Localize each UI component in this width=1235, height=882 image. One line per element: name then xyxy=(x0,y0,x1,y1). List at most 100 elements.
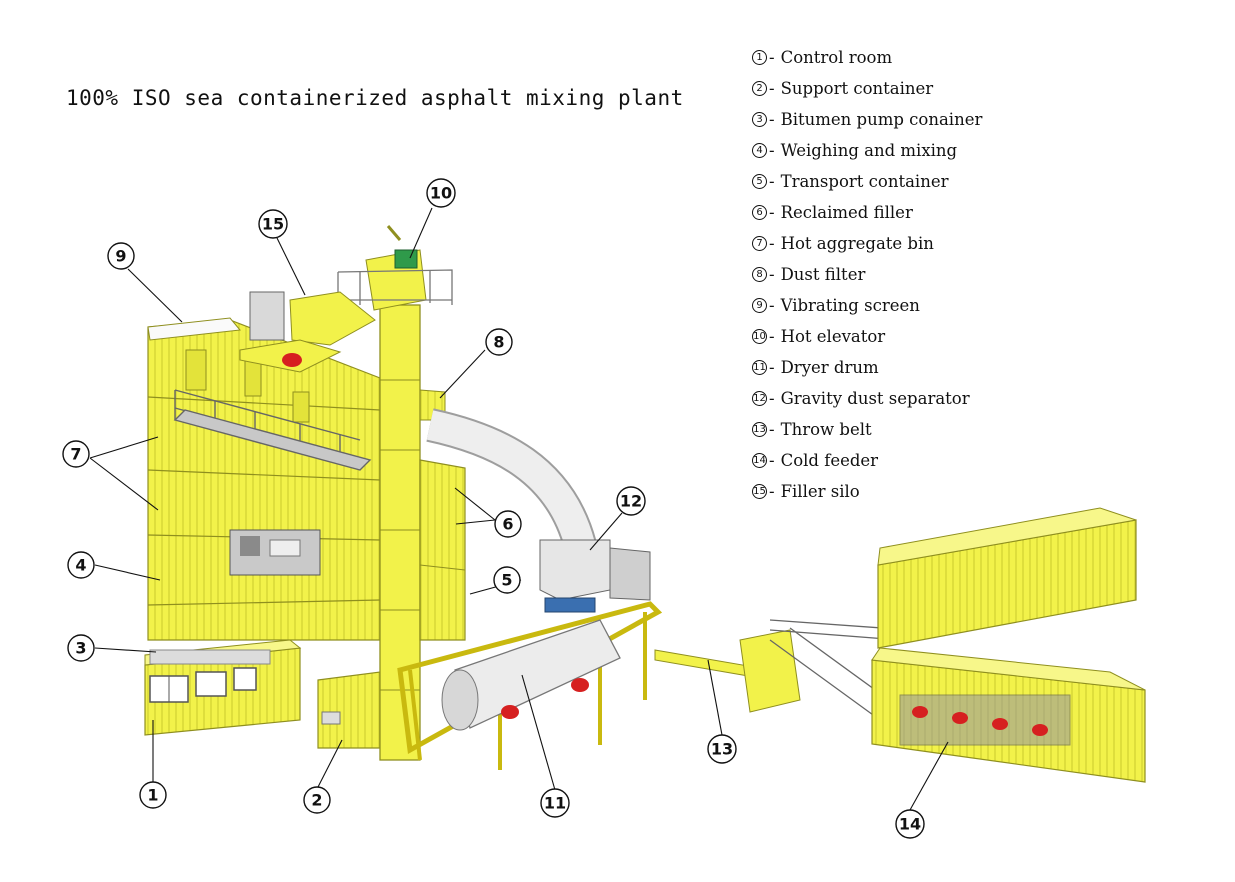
callout-12: 12 xyxy=(616,486,646,516)
dryer-drum xyxy=(441,619,621,731)
legend-number: 3 xyxy=(752,112,767,127)
legend-label: Support container xyxy=(780,79,934,98)
callout-number: 8 xyxy=(493,333,504,352)
legend-number: 11 xyxy=(752,360,767,375)
legend: 1-Control room 2-Support container 3-Bit… xyxy=(752,42,982,507)
walkway-railing xyxy=(173,389,372,471)
legend-item: 1-Control room xyxy=(752,42,982,73)
legend-label: Dryer drum xyxy=(780,358,879,377)
page-title: 100% ISO sea containerized asphalt mixin… xyxy=(66,86,684,110)
callout-number: 7 xyxy=(70,445,81,464)
legend-item: 10-Hot elevator xyxy=(752,321,982,352)
legend-number: 14 xyxy=(752,453,767,468)
legend-separator: - xyxy=(769,451,775,470)
legend-item: 8-Dust filter xyxy=(752,259,982,290)
filler-silo xyxy=(239,291,376,373)
legend-label: Cold feeder xyxy=(780,451,879,470)
legend-item: 2-Support container xyxy=(752,73,982,104)
callout-2: 2 xyxy=(303,786,331,814)
callout-10: 10 xyxy=(426,178,456,208)
legend-number: 6 xyxy=(752,205,767,220)
tower-containers xyxy=(147,317,381,641)
legend-number: 12 xyxy=(752,391,767,406)
callout-7: 7 xyxy=(62,440,90,468)
callout-number: 10 xyxy=(430,184,452,203)
legend-separator: - xyxy=(769,110,775,129)
legend-label: Vibrating screen xyxy=(780,296,920,315)
callout-11: 11 xyxy=(540,788,570,818)
legend-number: 5 xyxy=(752,174,767,189)
callout-number: 6 xyxy=(502,515,513,534)
callout-number: 14 xyxy=(899,815,921,834)
dust-duct xyxy=(426,408,597,550)
callout-number: 9 xyxy=(115,247,126,266)
rear-cold-bins xyxy=(877,507,1137,649)
dryer-frame xyxy=(397,601,663,770)
callout-number: 11 xyxy=(544,794,566,813)
legend-number: 8 xyxy=(752,267,767,282)
legend-label: Bitumen pump conainer xyxy=(780,110,983,129)
legend-item: 13-Throw belt xyxy=(752,414,982,445)
legend-separator: - xyxy=(769,172,775,191)
legend-number: 13 xyxy=(752,422,767,437)
legend-number: 2 xyxy=(752,81,767,96)
legend-item: 9-Vibrating screen xyxy=(752,290,982,321)
callout-number: 1 xyxy=(147,786,158,805)
gravity-dust-separator xyxy=(539,539,651,613)
legend-number: 4 xyxy=(752,143,767,158)
callout-number: 13 xyxy=(711,740,733,759)
legend-label: Weighing and mixing xyxy=(780,141,958,160)
legend-separator: - xyxy=(769,389,775,408)
legend-separator: - xyxy=(769,48,775,67)
callout-number: 4 xyxy=(75,556,86,575)
callout-14: 14 xyxy=(895,809,925,839)
mixing-window xyxy=(229,529,321,576)
legend-number: 1 xyxy=(752,50,767,65)
legend-separator: - xyxy=(769,203,775,222)
callout-9: 9 xyxy=(107,242,135,270)
control-room xyxy=(144,639,302,736)
callout-15: 15 xyxy=(258,209,288,239)
callout-13: 13 xyxy=(707,734,737,764)
legend-item: 4-Weighing and mixing xyxy=(752,135,982,166)
legend-separator: - xyxy=(769,482,775,501)
throw-belt xyxy=(654,629,801,713)
legend-item: 6-Reclaimed filler xyxy=(752,197,982,228)
legend-label: Filler silo xyxy=(780,482,860,501)
callout-8: 8 xyxy=(485,328,513,356)
legend-item: 5-Transport container xyxy=(752,166,982,197)
callout-5: 5 xyxy=(493,566,521,594)
legend-separator: - xyxy=(769,327,775,346)
callout-number: 2 xyxy=(311,791,322,810)
legend-number: 7 xyxy=(752,236,767,251)
callout-4: 4 xyxy=(67,551,95,579)
legend-number: 9 xyxy=(752,298,767,313)
legend-item: 3-Bitumen pump conainer xyxy=(752,104,982,135)
legend-label: Transport container xyxy=(780,172,949,191)
legend-separator: - xyxy=(769,420,775,439)
legend-item: 11-Dryer drum xyxy=(752,352,982,383)
legend-item: 12-Gravity dust separator xyxy=(752,383,982,414)
legend-label: Dust filter xyxy=(780,265,866,284)
legend-separator: - xyxy=(769,296,775,315)
legend-number: 10 xyxy=(752,329,767,344)
legend-item: 14-Cold feeder xyxy=(752,445,982,476)
callout-number: 15 xyxy=(262,215,284,234)
legend-label: Hot elevator xyxy=(780,327,886,346)
front-cold-feeder xyxy=(871,647,1146,783)
legend-separator: - xyxy=(769,265,775,284)
legend-separator: - xyxy=(769,141,775,160)
legend-label: Throw belt xyxy=(780,420,872,439)
callout-1: 1 xyxy=(139,781,167,809)
callout-number: 3 xyxy=(75,639,86,658)
legend-number: 15 xyxy=(752,484,767,499)
legend-item: 15-Filler silo xyxy=(752,476,982,507)
legend-item: 7-Hot aggregate bin xyxy=(752,228,982,259)
legend-label: Hot aggregate bin xyxy=(780,234,934,253)
legend-separator: - xyxy=(769,234,775,253)
callout-3: 3 xyxy=(67,634,95,662)
leader-lines xyxy=(89,207,949,811)
legend-label: Gravity dust separator xyxy=(780,389,970,408)
legend-label: Reclaimed filler xyxy=(780,203,913,222)
